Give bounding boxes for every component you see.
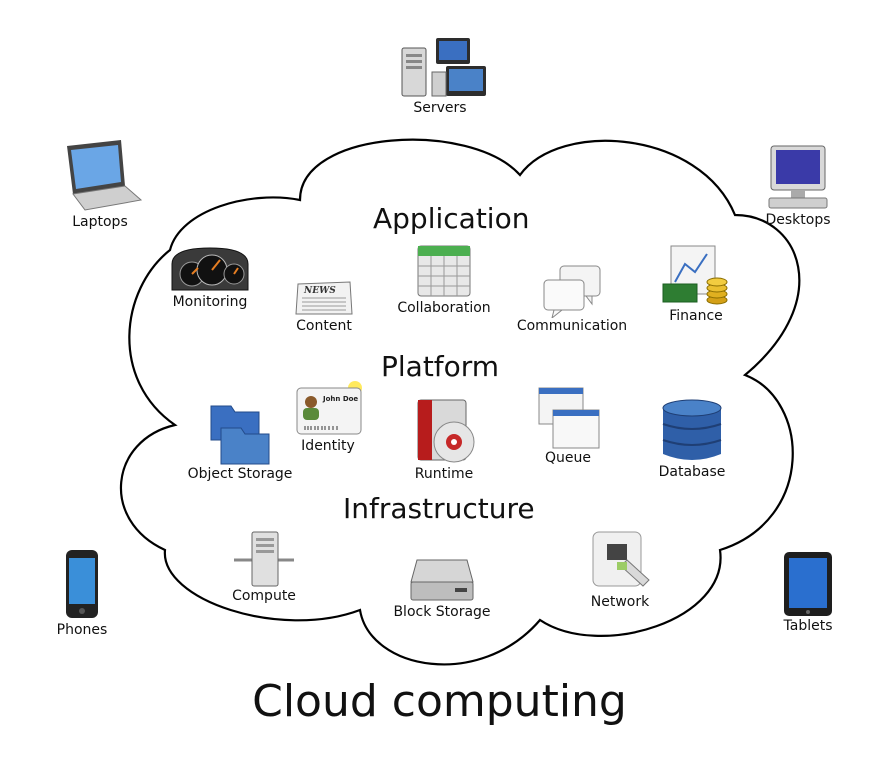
object-storage-item: Object Storage [180,400,300,482]
content-label: Content [296,318,352,334]
tablets-label: Tablets [783,618,833,634]
monitoring-label: Monitoring [172,294,248,310]
servers-device: Servers [388,34,492,116]
id-card-icon: John Doe [296,381,362,435]
identity-item: John Doe Identity [288,380,368,454]
application-heading: Application [373,202,530,235]
network-port-icon [592,531,650,587]
communication-item: Communication [510,264,634,334]
desktops-device: Desktops [750,140,846,228]
object-storage-label: Object Storage [187,466,293,482]
platform-heading: Platform [381,350,500,383]
laptop-icon [67,140,143,211]
database-cylinder-icon [662,399,722,460]
runtime-label: Runtime [414,466,474,482]
finance-chart-coins-icon [662,245,728,305]
phones-device: Phones [46,548,118,638]
compute-label: Compute [232,588,296,604]
desktop-icon [768,145,828,209]
queue-label: Queue [545,450,591,466]
collaboration-item: Collaboration [392,242,496,316]
block-storage-label: Block Storage [393,604,491,620]
queue-windows-icon [538,387,600,449]
calendar-icon [417,245,471,297]
network-label: Network [590,594,650,610]
infrastructure-heading: Infrastructure [343,492,535,525]
phones-label: Phones [56,622,108,638]
phone-icon [66,550,98,618]
servers-icon [401,38,486,97]
dashboard-gauge-icon [171,247,249,291]
tablet-icon [784,552,832,616]
network-item: Network [580,528,660,610]
servers-label: Servers [413,100,467,116]
compute-item: Compute [224,528,304,604]
block-storage-item: Block Storage [384,552,500,620]
finance-item: Finance [656,244,736,324]
content-item: NEWS Content [284,278,364,334]
collaboration-label: Collaboration [397,300,491,316]
folders-icon [210,405,270,465]
database-item: Database [650,398,734,480]
chat-bubbles-icon [543,265,601,318]
newspaper-icon: NEWS [295,281,353,315]
laptops-device: Laptops [50,138,150,230]
id-name-text: John Doe [322,395,358,403]
communication-label: Communication [516,318,628,334]
runtime-item: Runtime [400,396,488,482]
queue-item: Queue [526,386,610,466]
monitoring-item: Monitoring [162,244,258,310]
finance-label: Finance [669,308,723,324]
laptops-label: Laptops [72,214,128,230]
diagram-title: Cloud computing [252,676,627,727]
news-text: NEWS [303,286,336,296]
tablets-device: Tablets [770,550,846,634]
database-label: Database [658,464,726,480]
hard-drive-icon [410,559,474,601]
compute-server-icon [234,531,294,587]
desktops-label: Desktops [765,212,831,228]
identity-label: Identity [301,438,355,454]
runtime-package-disc-icon [417,399,475,463]
